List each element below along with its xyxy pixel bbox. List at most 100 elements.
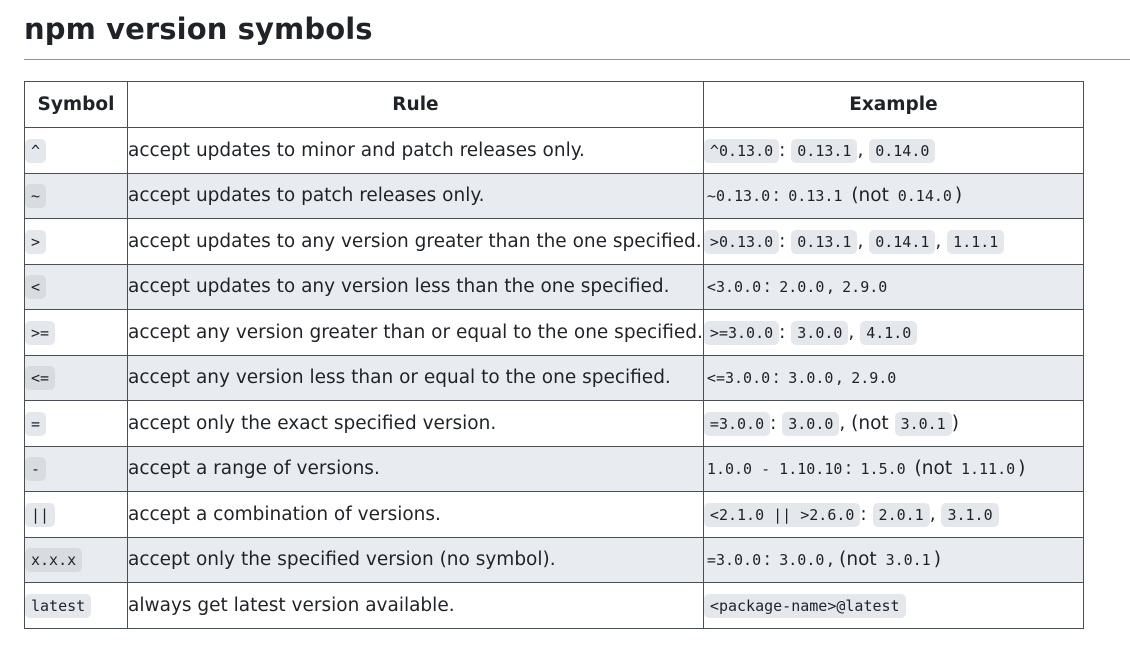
example-code: 0.14.0 (897, 187, 952, 206)
example-code: 3.0.0 (788, 369, 834, 388)
symbol-code: < (25, 275, 47, 300)
example-text: , (935, 230, 948, 252)
example-text: (not (845, 185, 895, 207)
example-code: 2.0.0 (779, 278, 825, 297)
example-code: 1.1.1 (947, 229, 1005, 254)
table-row: =accept only the exact specified version… (24, 400, 1084, 447)
example-code: 3.1.0 (941, 502, 999, 527)
symbol-cell: x.x.x (24, 536, 128, 583)
rule-cell: accept a range of versions. (127, 445, 704, 492)
example-code: 2.0.1 (872, 502, 930, 527)
symbol-cell: latest (24, 582, 128, 629)
table-row: >= accept any version greater than or equ… (24, 309, 1084, 356)
example-text: , (not (839, 412, 895, 434)
header-example: Example (702, 81, 1084, 128)
example-text: , (929, 503, 942, 525)
example-code: 0.13.1 (791, 138, 858, 163)
example-code: 1.0.0 - 1.10.10 (706, 460, 843, 479)
table-row: x.x.x accept only the specified version (… (24, 536, 1084, 583)
symbol-code: > (25, 229, 47, 254)
example-text: : (779, 230, 792, 252)
example-code: =3.0.0 (703, 411, 771, 436)
example-text: ) (951, 412, 959, 434)
symbol-cell: || (24, 491, 128, 538)
example-code: 3.0.0 (791, 320, 849, 345)
rule-cell: accept only the specified version (no sy… (127, 536, 704, 583)
example-cell: =3.0.0: 3.0.0, (not 3.0.1) (702, 536, 1084, 583)
example-text: , (848, 321, 861, 343)
example-text: : (764, 276, 777, 298)
example-cell: ^0.13.0: 0.13.1, 0.14.0 (702, 127, 1084, 174)
example-text: ) (1018, 458, 1026, 480)
symbol-cell: < (24, 263, 128, 310)
example-code: 2.9.0 (842, 278, 888, 297)
symbol-code: latest (25, 593, 92, 618)
example-code: =3.0.0 (706, 551, 762, 570)
example-cell: <=3.0.0: 3.0.0, 2.9.0 (702, 354, 1084, 401)
example-cell: >0.13.0: 0.13.1, 0.14.1, 1.1.1 (702, 218, 1084, 265)
example-code: 3.0.1 (885, 551, 931, 570)
symbol-code: ^ (25, 138, 47, 163)
example-code: 1.5.0 (860, 460, 906, 479)
example-text: : (845, 458, 858, 480)
example-code: <2.1.0 || >2.6.0 (703, 502, 861, 527)
symbol-code: = (25, 411, 47, 436)
example-code: <package-name>@latest (703, 593, 906, 618)
example-text: (not (908, 458, 958, 480)
symbol-code: >= (25, 320, 56, 345)
rule-cell: accept updates to patch releases only. (127, 172, 704, 219)
table-row: ||accept a combination of versions.<2.1.… (24, 491, 1084, 538)
symbol-cell: ^ (24, 127, 128, 174)
example-code: 3.0.0 (779, 551, 825, 570)
example-text: , (857, 230, 870, 252)
example-text: , (836, 367, 849, 389)
rule-cell: accept updates to minor and patch releas… (127, 127, 704, 174)
table-row: <=accept any version less than or equal … (24, 354, 1084, 401)
symbol-cell: - (24, 445, 128, 492)
symbol-cell: > (24, 218, 128, 265)
table-row: - accept a range of versions.1.0.0 - 1.10… (24, 445, 1084, 492)
example-text: , (857, 139, 870, 161)
symbol-cell: ~ (24, 172, 128, 219)
rule-cell: always get latest version available. (127, 582, 704, 629)
heading-divider (24, 59, 1130, 60)
example-cell: 1.0.0 - 1.10.10: 1.5.0 (not 1.11.0) (702, 445, 1084, 492)
example-code: 2.9.0 (851, 369, 897, 388)
example-text: ) (933, 549, 941, 571)
example-code: ~0.13.0 (706, 187, 771, 206)
example-text: : (770, 412, 783, 434)
example-code: 3.0.0 (782, 411, 840, 436)
example-cell: <2.1.0 || >2.6.0: 2.0.1, 3.1.0 (702, 491, 1084, 538)
page-title: npm version symbols (24, 12, 373, 46)
symbol-cell: = (24, 400, 128, 447)
table-body: ^ accept updates to minor and patch relea… (24, 127, 1084, 629)
symbol-code: <= (25, 366, 56, 391)
header-symbol: Symbol (24, 81, 128, 128)
example-code: 0.14.1 (869, 229, 936, 254)
example-text: , (827, 276, 840, 298)
example-text: : (860, 503, 873, 525)
example-text: ) (954, 185, 963, 207)
example-code: ^0.13.0 (703, 138, 780, 163)
example-text: : (779, 321, 792, 343)
rule-cell: accept updates to any version less than … (127, 263, 704, 310)
header-rule: Rule (127, 81, 704, 128)
rule-cell: accept any version greater than or equal… (127, 309, 704, 356)
table-row: latest always get latest version availabl… (24, 582, 1084, 629)
example-code: >=3.0.0 (703, 320, 780, 345)
symbol-code: x.x.x (25, 548, 83, 573)
example-cell: >=3.0.0: 3.0.0, 4.1.0 (702, 309, 1084, 356)
example-text: : (773, 185, 786, 207)
version-symbols-table: Symbol Rule Example ^ accept updates to m… (24, 81, 1084, 629)
example-cell: <package-name>@latest (702, 582, 1084, 629)
example-cell: <3.0.0: 2.0.0, 2.9.0 (702, 263, 1084, 310)
rule-cell: accept a combination of versions. (127, 491, 704, 538)
example-code: 1.11.0 (960, 460, 1016, 479)
example-text: , (not (827, 549, 883, 571)
symbol-code: - (25, 457, 47, 482)
table-header-row: Symbol Rule Example (24, 81, 1084, 128)
example-code: <3.0.0 (706, 278, 762, 297)
example-code: 4.1.0 (860, 320, 918, 345)
table-row: >accept updates to any version greater t… (24, 218, 1084, 265)
